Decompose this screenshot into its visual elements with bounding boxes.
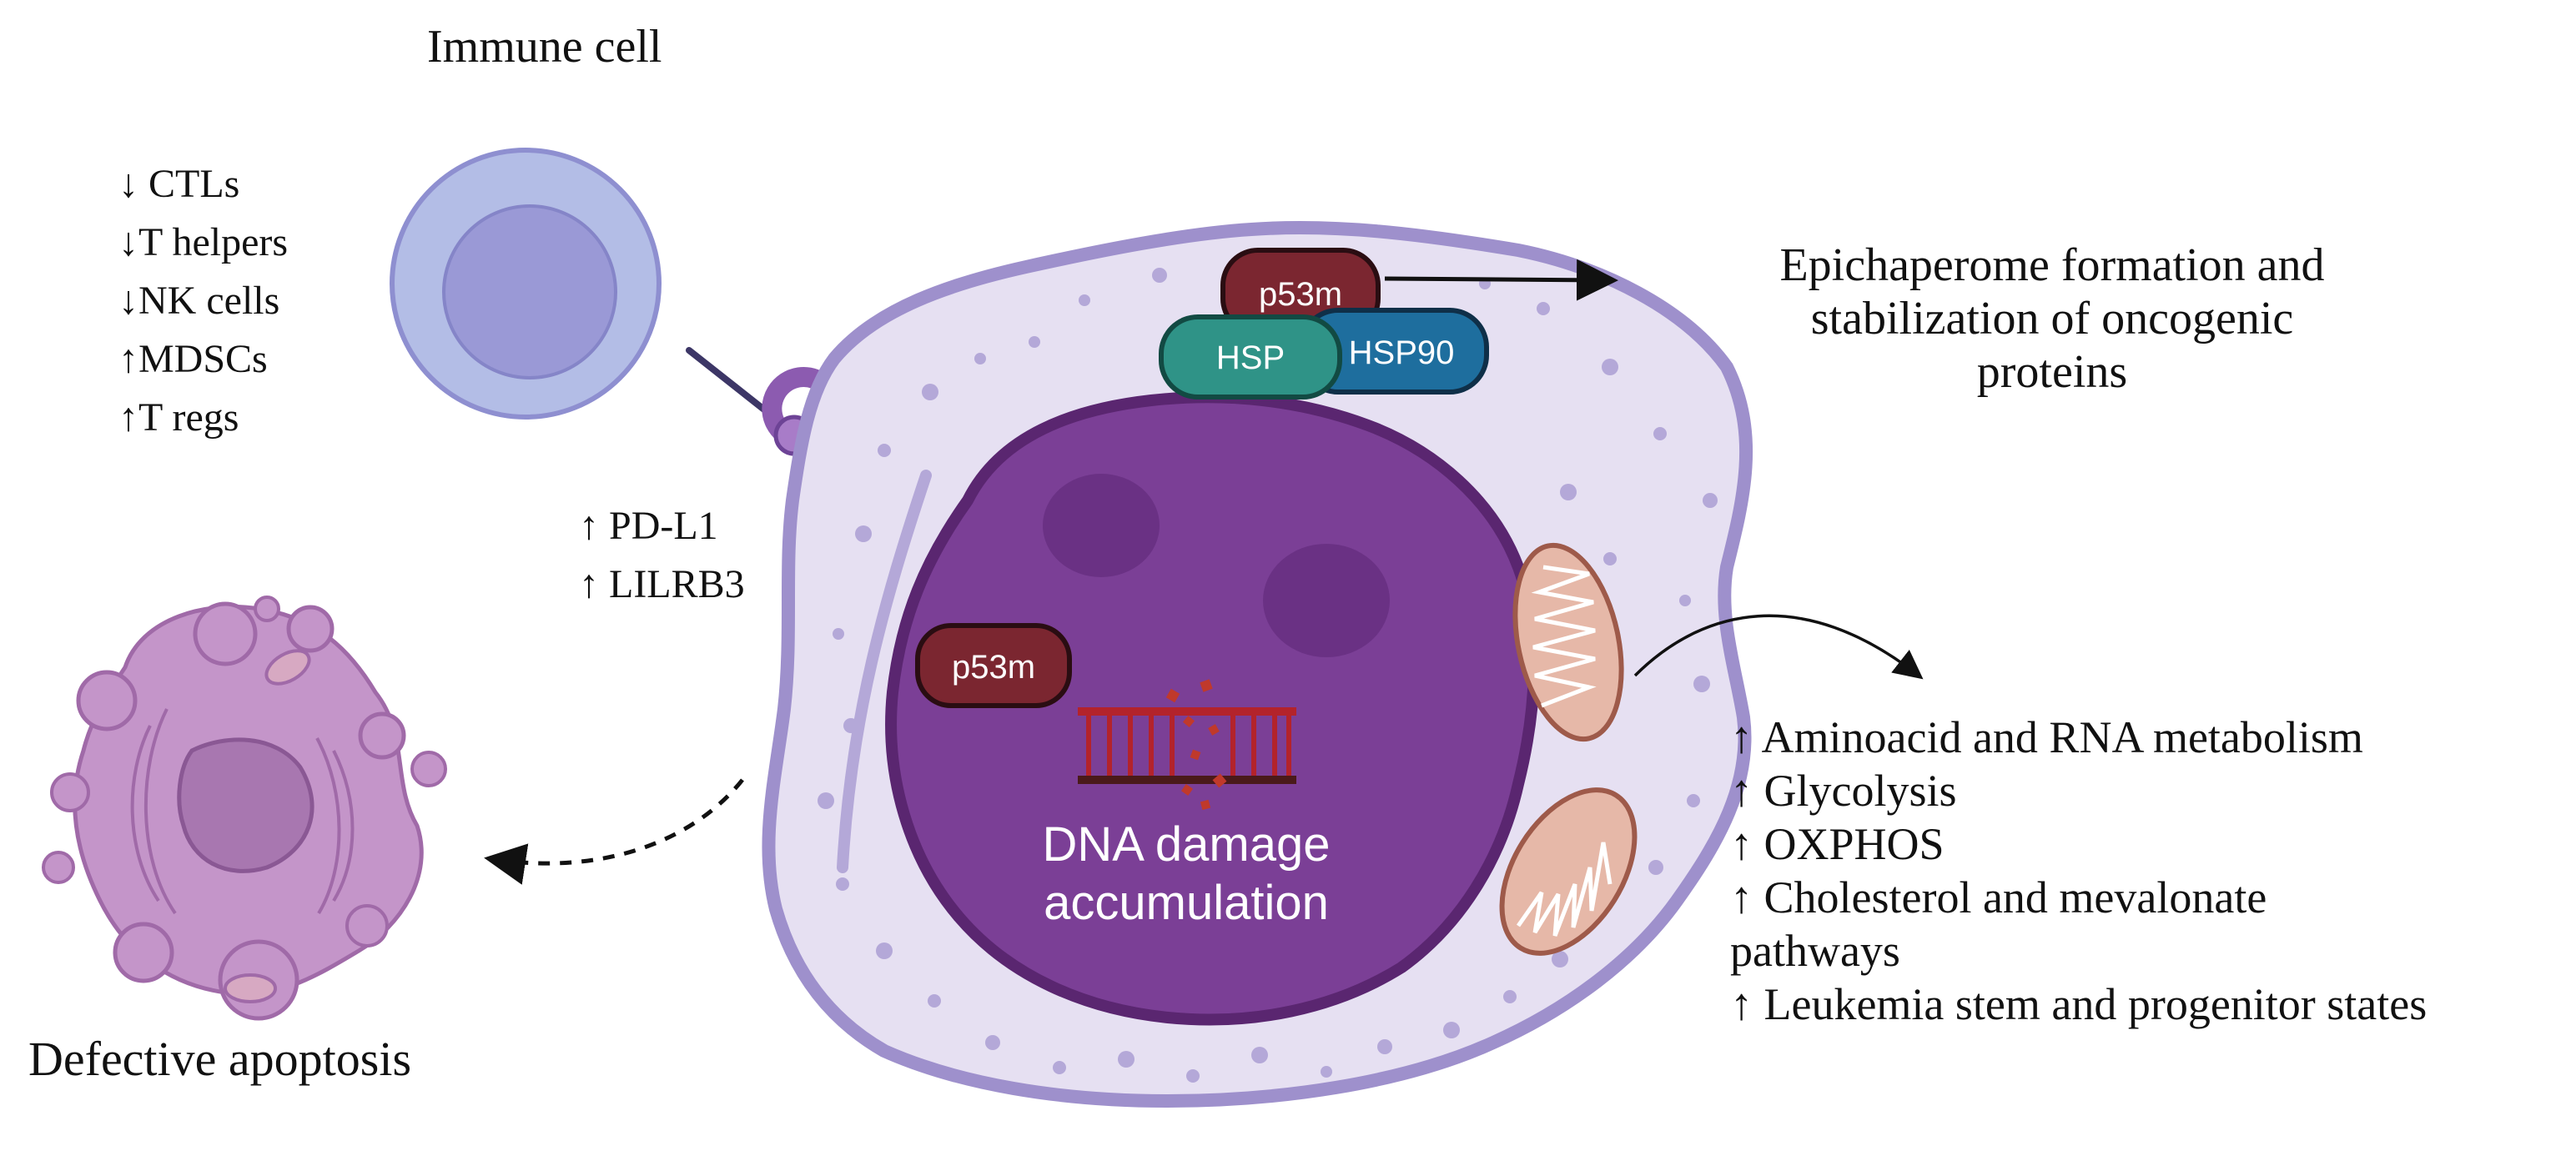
epichaperome-complex: p53m HSP90 HSP [1159,248,1489,400]
metabolism-arrow [1633,614,1924,680]
immune-change-item: ↑MDSCs [118,337,268,381]
epichaperome-label-line: Epichaperome formation and [1779,239,2325,291]
immune-change-item: ↑T regs [118,395,239,440]
inner-membrane-arc [837,470,932,873]
immune-change-item: ↓T helpers [118,220,289,264]
hsp90-label: HSP90 [1349,334,1455,371]
metabolic-changes-list: ↑ Aminoacid and RNA metabolism ↑ Glycoly… [1730,711,2573,1031]
immune-change-item: ↓ CTLs [118,162,240,206]
apoptotic-cell [42,596,447,1021]
checkpoint-changes-list: ↑ PD-L1 ↑ LILRB3 [579,497,745,614]
checkpoint-change-item: ↑ PD-L1 [579,504,718,548]
p53m-top-label: p53m [1259,276,1342,313]
defective-apoptosis-label: Defective apoptosis [28,1032,412,1086]
immune-changes-list: ↓ CTLs ↓T helpers ↓NK cells ↑MDSCs ↑T re… [118,155,288,447]
p53m-nucleus-badge: p53m [915,623,1072,708]
damaged-dna [1078,679,1296,811]
dna-damage-label-line1: DNA damage [1043,817,1331,872]
checkpoint-change-item: ↑ LILRB3 [579,562,745,606]
immune-change-item: ↓NK cells [118,279,280,323]
hsp-label: HSP [1216,339,1285,376]
epichaperome-arrow [1384,259,1618,301]
dna-damage-label-line2: accumulation [1044,876,1329,930]
immune-cell-title: Immune cell [427,21,662,73]
apoptosis-dashed-arrow [484,778,744,885]
p53m-nucleus-label: p53m [952,649,1035,686]
metabolic-change-item: ↑ Aminoacid and RNA metabolism [1730,712,2363,762]
immune-cell [390,148,662,420]
metabolic-change-item: ↑ Leukemia stem and progenitor states [1730,979,2428,1029]
epichaperome-label-line: stabilization of oncogenic [1810,293,2294,344]
mitochondrion-upper [1512,542,1624,742]
mitochondrion-lower [1499,787,1638,956]
metabolic-change-item: ↑ Glycolysis [1730,766,1957,816]
metabolic-change-item: ↑ Cholesterol and mevalonate pathways [1730,872,2267,976]
epichaperome-label-line: proteins [1976,346,2128,398]
metabolic-change-item: ↑ OXPHOS [1730,819,1945,869]
epichaperome-label: Epichaperome formation and stabilization… [1635,239,2469,399]
